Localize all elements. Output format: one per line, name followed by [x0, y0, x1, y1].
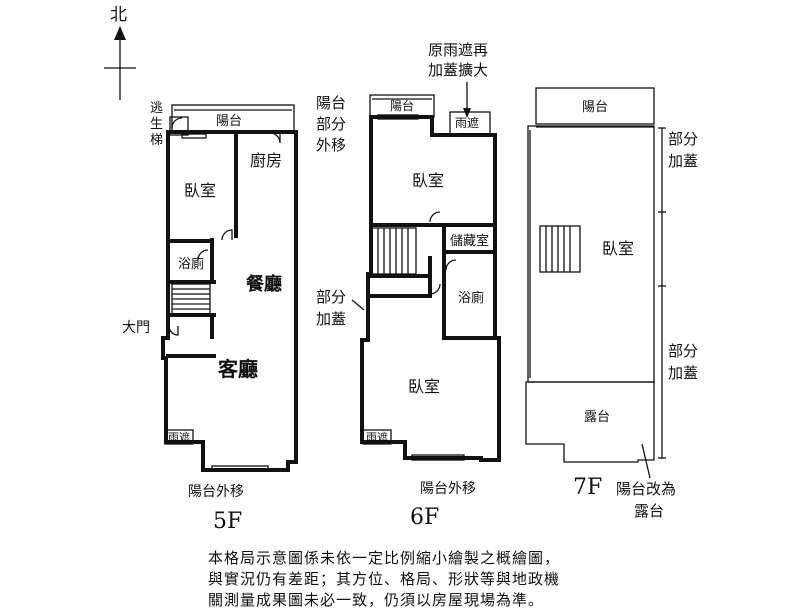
stairs-7f-icon: [539, 225, 581, 273]
partial-add-top-line-2: 加蓋: [668, 152, 698, 170]
north-compass: 北: [104, 5, 136, 100]
balcony-out-line-2: 部分: [316, 115, 346, 133]
balcony-move-label: 陽台外移: [420, 481, 476, 497]
balcony-move-label: 陽台外移: [188, 484, 244, 500]
dining-label: 餐廳: [245, 273, 282, 295]
terrace-label: 露台: [584, 410, 610, 425]
stairs-6f-icon: [371, 227, 417, 275]
balcony-label: 陽台: [216, 114, 242, 129]
note-rain-line-1: 原雨遮再: [428, 41, 488, 59]
floor-5f: 逃 生 梯 陽台 廚房 臥室 浴廁 餐廳 大門 客廳 雨遮 陽台外移 5F: [122, 101, 298, 534]
bedroom-label: 臥室: [184, 181, 216, 200]
floor-7f: 陽台 部分 加蓋 臥室 部分 加蓋 露台 7F 陽台改為 露台: [525, 87, 698, 520]
storage-label: 儲藏室: [450, 233, 489, 249]
partial-add-line-1: 部分: [316, 288, 346, 306]
escape-label-2: 生: [150, 117, 163, 132]
partial-add-line-2: 加蓋: [316, 310, 346, 328]
note-rain-line-2: 加蓋擴大: [428, 61, 488, 79]
note-arrow-icon: [463, 108, 471, 118]
disclaimer: 本格局示意圖係未依一定比例縮小繪製之概繪圖， 與實況仍有差距；其方位、格局、形狀…: [208, 548, 628, 611]
floor-7f-title: 7F: [573, 475, 602, 500]
partial-add-bottom-line-1: 部分: [668, 342, 698, 360]
balcony-out-line-3: 外移: [316, 136, 346, 154]
raincover-label: 雨遮: [168, 430, 190, 444]
floor-6f: 原雨遮再 加蓋擴大 陽台 部分 外移 陽台 雨遮 臥室 儲藏室 浴廁 部分 加蓋…: [316, 41, 501, 530]
living-label: 客廳: [217, 357, 258, 381]
north-label: 北: [110, 5, 127, 25]
partial-add-top-line-1: 部分: [668, 130, 698, 148]
balcony-out-line-1: 陽台: [316, 94, 346, 112]
balcony-label: 陽台: [390, 98, 414, 113]
escape-label-3: 梯: [150, 133, 163, 148]
raincover-bottom-label: 雨遮: [366, 430, 388, 444]
disclaimer-line-1: 本格局示意圖係未依一定比例縮小繪製之概繪圖，: [208, 549, 561, 567]
bedroom-bottom-label: 臥室: [408, 377, 440, 396]
disclaimer-line-2: 與實況仍有差距；其方位、格局、形狀等與地政機: [208, 570, 561, 588]
bathroom-label: 浴廁: [458, 290, 484, 306]
partial-add-bottom-line-2: 加蓋: [668, 364, 698, 382]
bathroom-label: 浴廁: [178, 256, 204, 272]
raincover-label: 雨遮: [455, 115, 479, 130]
stairs-5f-icon: [171, 283, 211, 315]
balcony-label: 陽台: [582, 100, 608, 115]
bedroom-label: 臥室: [602, 239, 634, 258]
floor-6f-title: 6F: [410, 505, 439, 530]
terrace-change-line-2: 露台: [634, 502, 664, 520]
floor-5f-title: 5F: [213, 509, 242, 534]
terrace-change-line-1: 陽台改為: [616, 480, 676, 498]
door-label: 大門: [122, 320, 150, 336]
bedroom-top-label: 臥室: [412, 171, 444, 190]
escape-label-1: 逃: [150, 101, 163, 116]
kitchen-label: 廚房: [250, 151, 282, 170]
disclaimer-line-3: 關測量成果圖未必一致，仍須以房屋現場為準。: [208, 591, 545, 609]
north-arrow-icon: [114, 26, 126, 40]
